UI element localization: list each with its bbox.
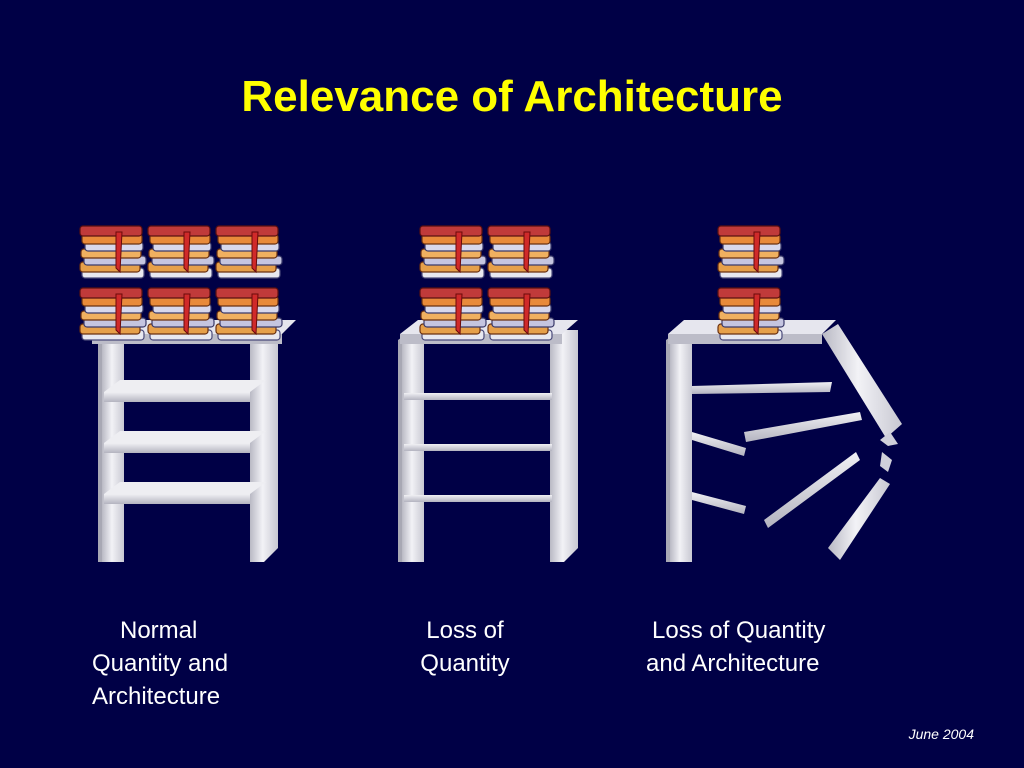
caption-line: Quantity — [420, 650, 510, 677]
book-stacks — [79, 225, 283, 341]
shelf-loss-of-quantity — [398, 225, 578, 562]
book-stacks — [717, 225, 785, 341]
broken-rods — [692, 382, 862, 528]
caption-loss-of-quantity-and-architecture: Loss of Quantity and Architecture — [640, 614, 870, 680]
caption-normal: Normal Quantity and Architecture — [92, 614, 272, 713]
caption-line: Quantity and — [92, 650, 229, 677]
shelf-collapsed — [666, 225, 902, 562]
shelf-boards — [104, 380, 266, 504]
caption-line: Normal — [120, 617, 198, 644]
caption-line: Loss of Quantity — [652, 617, 826, 644]
shelf-normal — [79, 225, 296, 562]
caption-line: Architecture — [92, 683, 221, 710]
caption-line: Loss of — [426, 617, 504, 644]
broken-post-pieces — [822, 324, 902, 560]
thin-shelf-rods — [404, 393, 552, 502]
caption-loss-of-quantity: Loss of Quantity — [400, 614, 530, 680]
footer-date: June 2004 — [908, 726, 974, 742]
caption-line: and Architecture — [646, 650, 820, 677]
slide-title: Relevance of Architecture — [241, 72, 783, 121]
